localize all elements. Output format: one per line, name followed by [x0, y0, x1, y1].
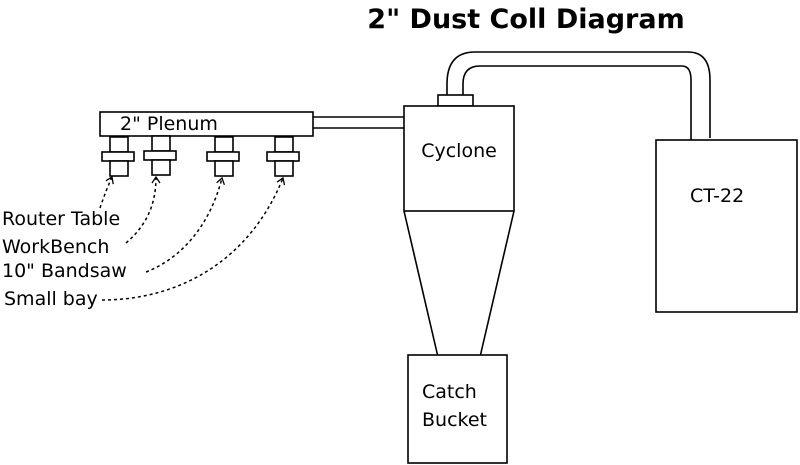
plenum-box	[99, 111, 314, 137]
drop-port-1	[101, 136, 135, 177]
collector-label: CT-22	[690, 185, 744, 207]
duct-outer	[446, 51, 711, 138]
connector-router-table	[99, 175, 114, 209]
drop-port-4	[266, 136, 300, 177]
cyclone-body	[403, 105, 515, 212]
collector-ct22	[655, 139, 798, 313]
drop-port-2	[143, 135, 177, 176]
bucket-label-line2: Bucket	[422, 409, 487, 431]
catch-bucket	[407, 354, 508, 464]
drop-label-workbench: WorkBench	[2, 236, 109, 258]
drop-label-router-table: Router Table	[2, 208, 120, 230]
diagram-title: 2" Dust Coll Diagram	[367, 4, 684, 35]
cyclone-outlet	[437, 94, 474, 107]
drop-label-bandsaw: 10" Bandsaw	[2, 260, 127, 282]
plenum-label: 2" Plenum	[120, 113, 218, 135]
cyclone-cone-left	[403, 210, 439, 358]
connector-bandsaw	[145, 176, 226, 273]
cyclone-label: Cyclone	[421, 140, 497, 162]
connector-workbench	[125, 175, 161, 244]
duct-inner	[462, 65, 692, 140]
drop-label-small-bay: Small bay	[4, 288, 98, 310]
cyclone-cone-right	[479, 210, 515, 358]
drop-port-3	[206, 136, 240, 177]
bucket-label-line1: Catch	[422, 381, 477, 403]
connector-small-bay	[101, 176, 286, 301]
